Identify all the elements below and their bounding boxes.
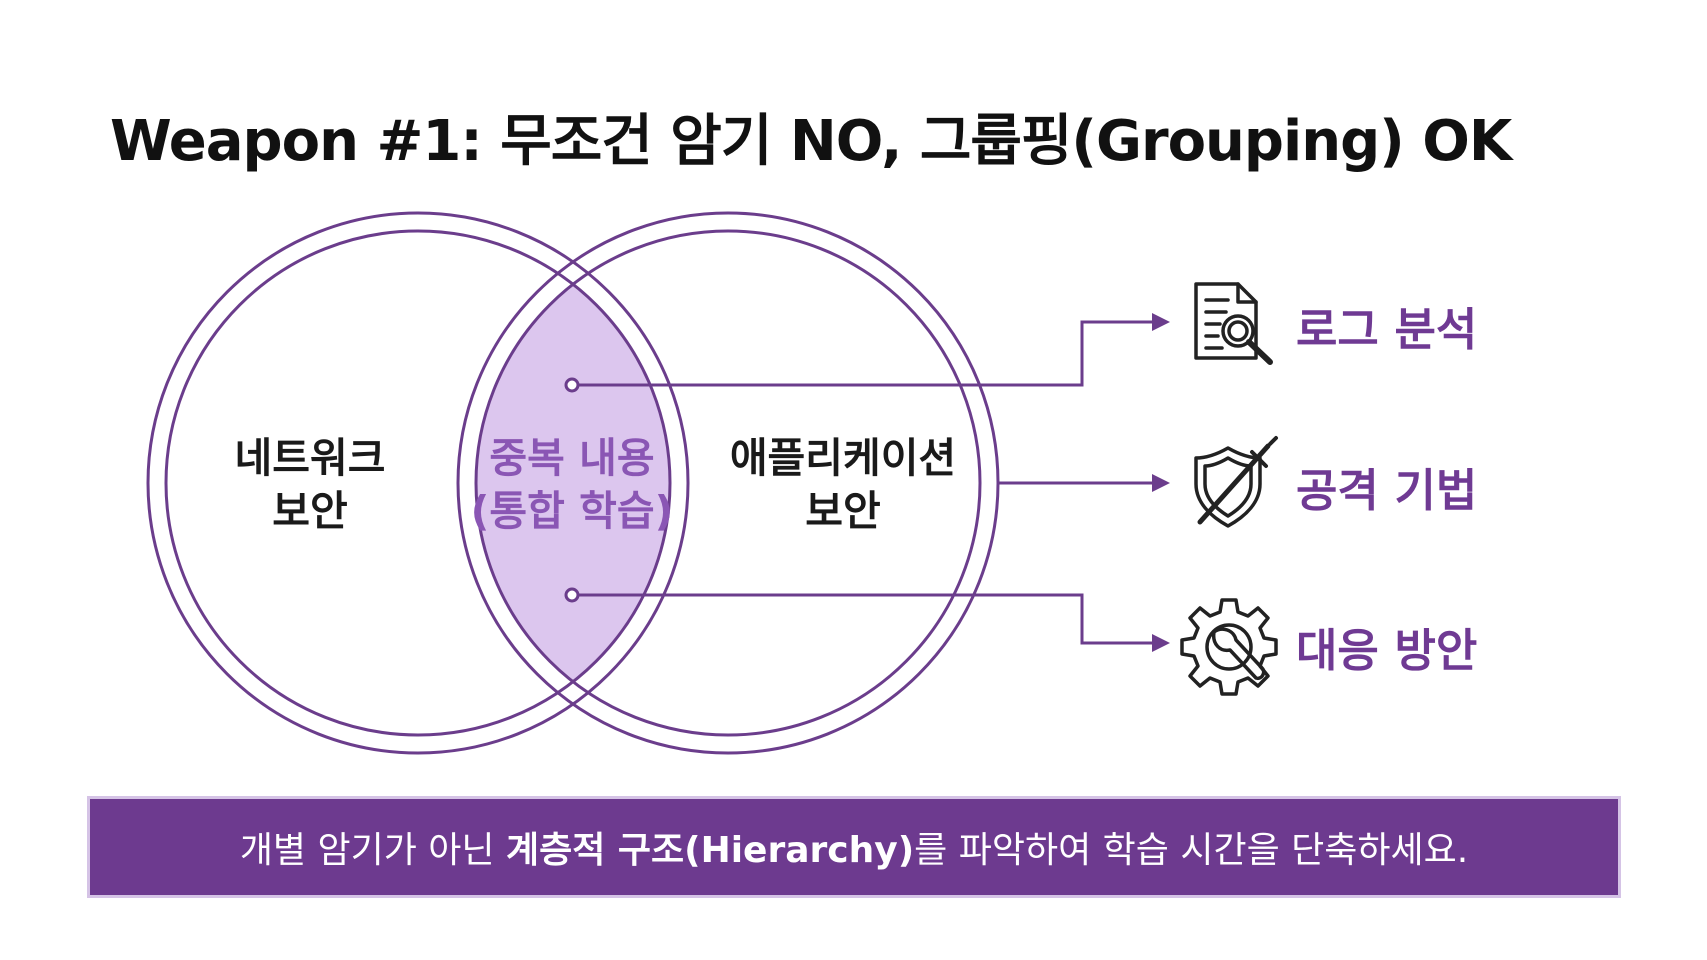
venn-left-label-line2: 보안 xyxy=(272,487,348,535)
arrow-head-top xyxy=(1152,313,1170,331)
venn-overlap-label: 중복 내용 (통합 학습) xyxy=(462,432,682,538)
summary-banner: 개별 암기가 아닌 계층적 구조(Hierarchy)를 파악하여 학습 시간을… xyxy=(87,796,1621,898)
banner-text-prefix: 개별 암기가 아닌 xyxy=(239,830,506,871)
banner-text-bold: 계층적 구조(Hierarchy) xyxy=(505,830,915,871)
item-label-attack-techniques: 공격 기법 xyxy=(1296,464,1478,517)
document-search-icon xyxy=(1194,282,1273,365)
venn-overlap-label-line1: 중복 내용 xyxy=(489,434,655,482)
venn-overlap-region xyxy=(476,231,670,735)
shield-sword-icon xyxy=(1194,436,1278,528)
venn-right-label: 애플리케이션 보안 xyxy=(718,432,968,538)
item-label-countermeasures: 대응 방안 xyxy=(1296,624,1478,677)
banner-text-suffix: 를 파악하여 학습 시간을 단축하세요. xyxy=(914,830,1469,871)
connector-bottom xyxy=(564,587,1160,645)
venn-overlap-label-line2: (통합 학습) xyxy=(470,487,674,535)
item-label-log-analysis: 로그 분석 xyxy=(1296,303,1478,356)
connector-top xyxy=(564,320,1160,393)
venn-right-label-line1: 애플리케이션 xyxy=(729,434,957,482)
page-title: Weapon #1: 무조건 암기 NO, 그룹핑(Grouping) OK xyxy=(110,109,1512,174)
gear-wrench-icon xyxy=(1180,598,1278,696)
arrow-head-bottom xyxy=(1152,634,1170,652)
arrow-head-middle xyxy=(1152,474,1170,492)
venn-circle-left xyxy=(146,211,690,755)
venn-left-label-line1: 네트워크 xyxy=(234,434,386,482)
venn-right-label-line2: 보안 xyxy=(805,487,881,535)
venn-left-label: 네트워크 보안 xyxy=(210,432,410,538)
